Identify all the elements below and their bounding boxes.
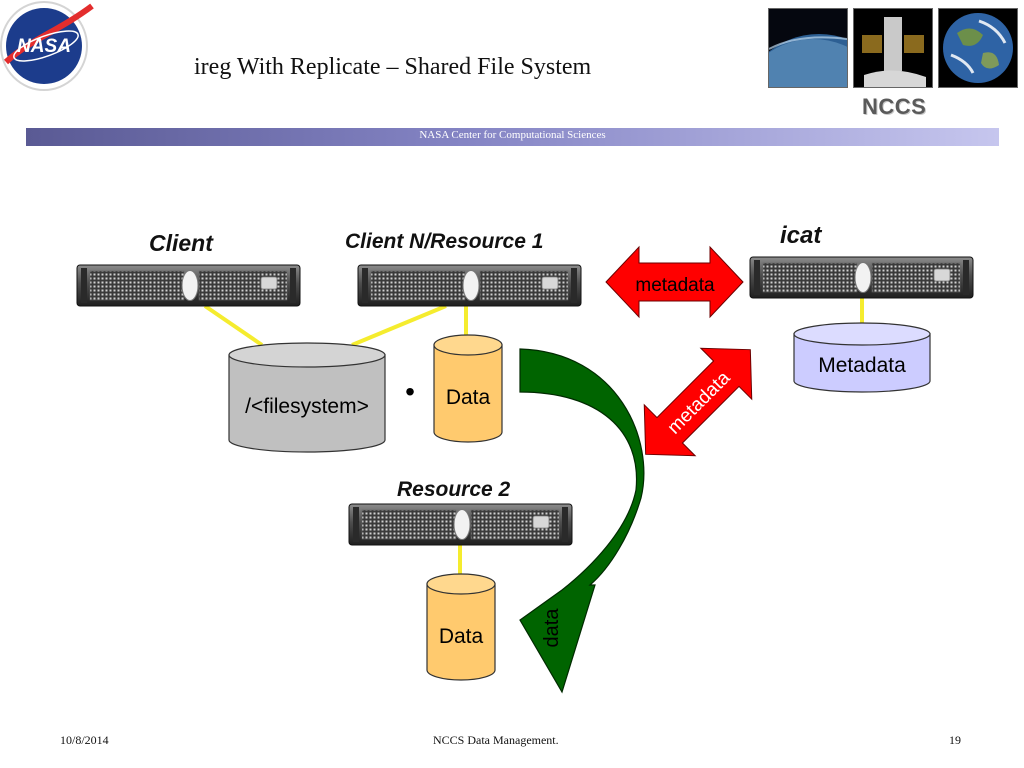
client-label: Client [149,230,213,256]
bullet-mark: • [405,376,415,407]
hubble-telescope-photo [853,8,933,88]
nccs-brand: NCCS [862,94,927,119]
client-n-resource1-label: Client N/Resource 1 [345,230,544,253]
earth-horizon-photo [768,8,848,88]
footer-center: NCCS Data Management. [433,733,559,747]
data-arrow-label: data [541,608,563,648]
client-n-resource1-server [357,264,582,307]
filesystem-cylinder: /<filesystem> [228,342,386,453]
metadata-arrow-label: metadata [635,275,715,296]
filesystem-label: /<filesystem> [245,395,369,418]
footer-page-number: 19 [949,733,961,747]
data-label-resource2: Data [439,625,484,648]
data-replication-arrow: data [519,348,645,694]
nasa-logo: NASA [0,1,94,91]
svg-text:NASA: NASA [17,36,71,57]
slide-title: ireg With Replicate – Shared File System [194,54,592,80]
data-label-resource1: Data [446,386,491,409]
connector-lines [203,298,864,574]
header-band: NASA Center for Computational Sciences [26,128,999,146]
resource2-server [348,503,573,546]
data-cylinder-resource1: Data [433,334,503,443]
data-cylinder-resource2: Data [426,573,496,681]
client-server [76,264,301,307]
metadata-double-arrow: metadata [605,245,744,319]
resource2-label: Resource 2 [397,478,511,501]
metadata-store-label: Metadata [818,354,906,377]
metadata-cylinder: Metadata [793,322,931,393]
band-text: NASA Center for Computational Sciences [419,129,606,141]
metadata-diagonal-arrow: metadata [643,347,753,457]
icat-label: icat [780,222,822,249]
footer-date: 10/8/2014 [60,733,109,747]
icat-server [749,256,974,299]
earth-globe-photo [938,8,1018,88]
